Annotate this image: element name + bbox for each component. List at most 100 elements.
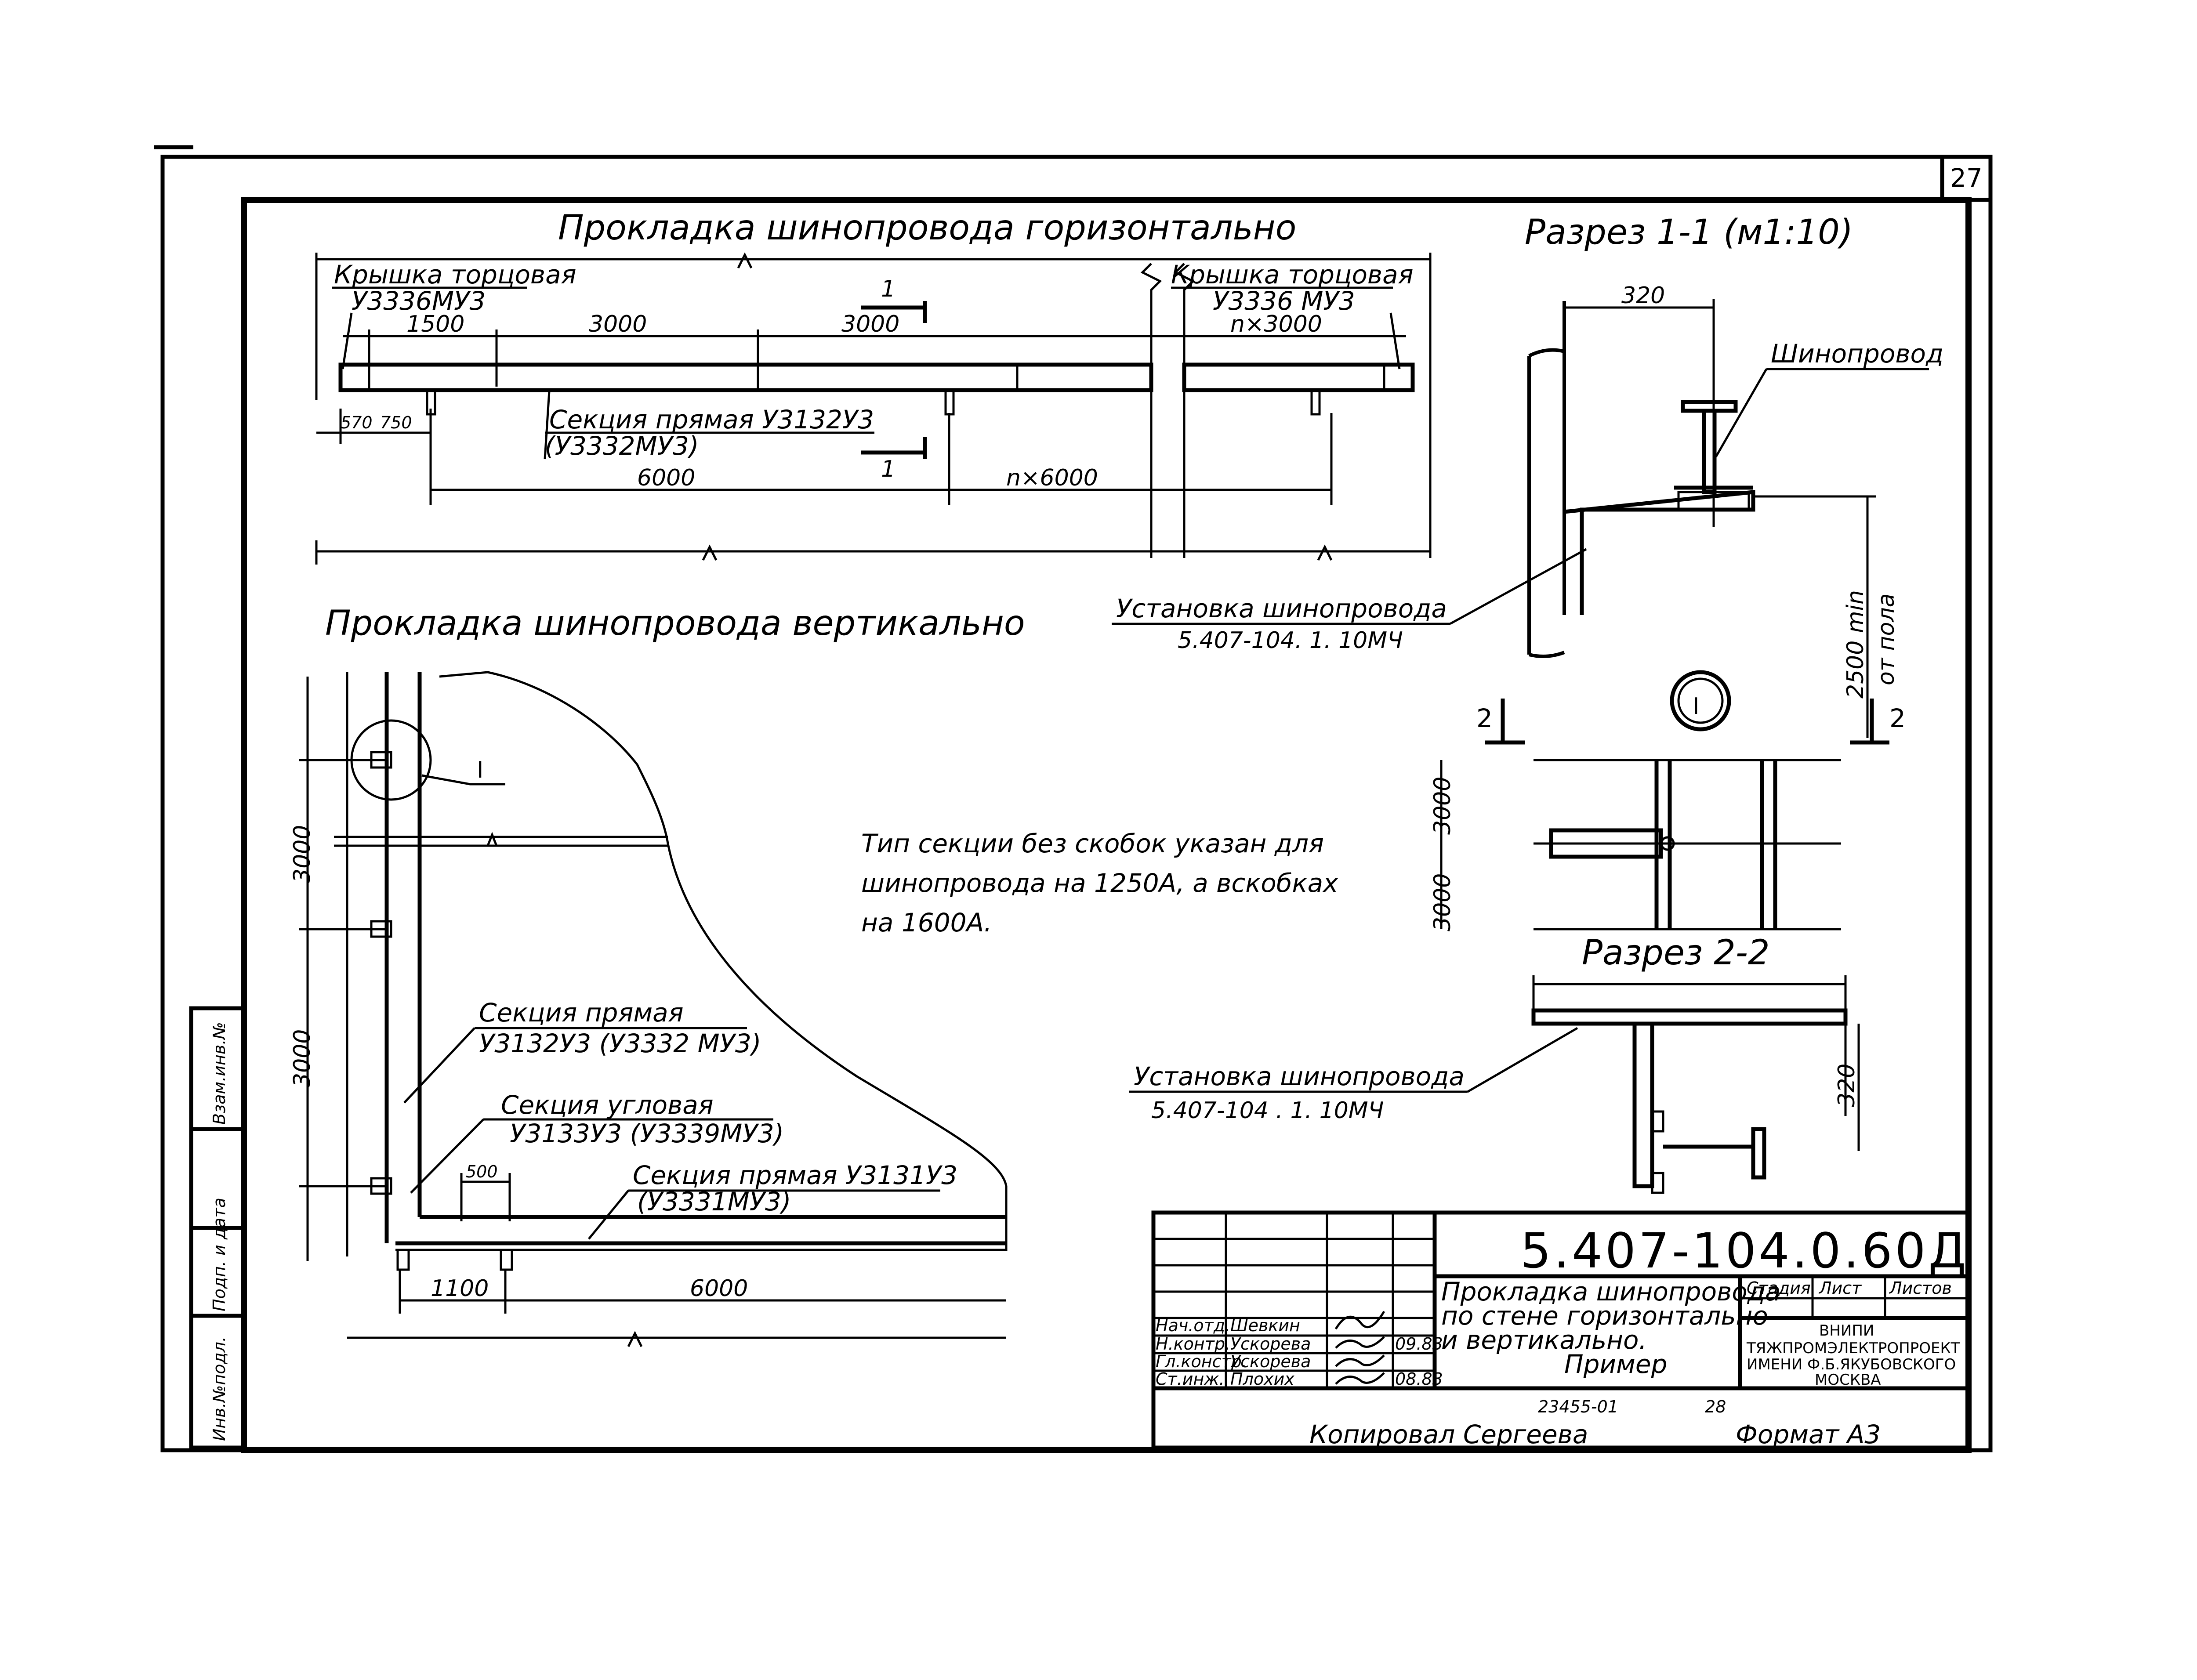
height-label-1: 2500 min	[1842, 590, 1869, 699]
straight2-v-2: (У3331МУ3)	[637, 1187, 791, 1217]
page-number: 27	[1950, 163, 1983, 193]
corner-v-2: У3133У3 (У3339МУ3)	[510, 1119, 784, 1148]
node-mark-v: I	[477, 757, 483, 783]
title-section-1: Разрез 1-1 (м1:10)	[1525, 213, 1853, 252]
note-block: Тип секции без скобок указан для шинопро…	[861, 829, 1338, 938]
org-1: ВНИПИ	[1819, 1322, 1874, 1340]
section-straight-h-1: Секция прямая У3132У3	[549, 405, 874, 434]
footer-copied: Копировал Сергеева	[1309, 1419, 1588, 1449]
install-label-s2-2: 5.407-104 . 1. 10МЧ	[1151, 1097, 1384, 1124]
vertical-routing-view: Прокладка шинопровода вертикально 3000 3…	[289, 604, 1025, 1347]
stamp-replace-inv: Взам.инв.№	[210, 1022, 229, 1125]
cut2-mark-left: 2	[1476, 703, 1493, 733]
dim-3000-i-b: 3000	[1429, 873, 1456, 931]
end-cap-right-1: Крышка торцовая	[1171, 260, 1414, 290]
note-line-3: на 1600А.	[861, 908, 992, 938]
name-3: Ускорева	[1230, 1352, 1311, 1371]
dim-1500: 1500	[406, 311, 464, 337]
title-block: Нач.отд. Шевкин Н.контр. Ускорева 09.83 …	[1151, 1210, 1971, 1450]
straight-v-2: У3132У3 (У3332 МУ3)	[479, 1028, 761, 1058]
section-2-2-view: Разрез 2-2 320 Установка шинопровода 5.4…	[1129, 933, 1860, 1194]
archive-page: 28	[1705, 1397, 1726, 1416]
busbar-label: Шинопровод	[1771, 339, 1943, 369]
date-4: 08.83	[1395, 1369, 1443, 1389]
node-i-detail: 3000 3000	[1429, 759, 1841, 931]
desc-4: Пример	[1564, 1349, 1667, 1379]
dim-6000-h: 6000	[637, 465, 695, 491]
dim-570: 570	[341, 413, 373, 432]
cut-mark-top: 1	[881, 276, 895, 302]
dim-3000-v-b: 3000	[289, 1029, 315, 1087]
dim-n6000: n×6000	[1006, 465, 1098, 491]
name-4: Плохих	[1230, 1369, 1294, 1389]
section-1-1-view: Разрез 1-1 (м1:10) 320 Шинопровод 2500 m…	[1112, 213, 1943, 745]
title-horizontal: Прокладка шинопровода горизонтально	[558, 208, 1296, 248]
desc-1: Прокладка шинопровода	[1441, 1277, 1780, 1307]
dim-320-s2: 320	[1834, 1064, 1860, 1107]
desc-2: по стене горизонтально	[1441, 1301, 1768, 1331]
org-3: ИМЕНИ Ф.Б.ЯКУБОВСКОГО	[1747, 1356, 1956, 1373]
dim-750: 750	[380, 413, 412, 432]
straight2-v-1: Секция прямая У3131У3	[633, 1160, 957, 1190]
dim-500: 500	[466, 1162, 498, 1181]
install-label-s1-2: 5.407-104. 1. 10МЧ	[1178, 627, 1403, 654]
col-stage: Стадия	[1747, 1278, 1811, 1298]
doc-code: 5.407-104.0.60Д	[1520, 1223, 1969, 1279]
name-1: Шевкин	[1230, 1316, 1300, 1335]
horizontal-routing-view: Прокладка шинопровода горизонтально Крыш…	[315, 208, 1432, 565]
dim-3000-v-a: 3000	[289, 825, 315, 883]
inner-frame	[241, 197, 1972, 1453]
signature-4	[1335, 1372, 1385, 1385]
side-stamp: Инв.№подл. Подп. и дата Взам.инв.№	[189, 1006, 246, 1450]
install-label-s1-1: Установка шинопровода	[1116, 594, 1447, 623]
dim-n3000: n×3000	[1230, 311, 1322, 337]
title-section-2: Разрез 2-2	[1582, 933, 1769, 973]
footer-format: Формат А3	[1736, 1419, 1881, 1449]
end-cap-right-2: У3336 МУ3	[1213, 286, 1355, 316]
dim-1100: 1100	[431, 1275, 489, 1302]
torn-wall-outline	[395, 671, 1008, 1251]
archive-no: 23455-01	[1538, 1397, 1618, 1416]
end-cap-left-2: У3336МУ3	[352, 286, 486, 316]
signature-3	[1335, 1354, 1385, 1367]
dim-6000-v: 6000	[690, 1275, 748, 1302]
org-2: ТЯЖПРОМЭЛЕКТРОПРОЕКТ	[1746, 1340, 1960, 1357]
role-1: Нач.отд.	[1156, 1316, 1230, 1335]
cut2-mark-right: 2	[1889, 703, 1906, 733]
dim-3000-i-a: 3000	[1429, 777, 1456, 835]
note-line-2: шинопровода на 1250А, а вскобках	[861, 868, 1338, 898]
title-vertical: Прокладка шинопровода вертикально	[325, 604, 1025, 643]
corner-v-1: Секция угловая	[501, 1090, 714, 1120]
date-2: 09.83	[1395, 1334, 1443, 1354]
busbar-horizontal-right	[1182, 362, 1415, 392]
dim-3000b: 3000	[841, 311, 899, 337]
node-mark-s1: I	[1693, 693, 1699, 720]
dim-3000a: 3000	[589, 311, 647, 337]
node-mark-circle-s1	[1670, 670, 1731, 731]
end-cap-left-1: Крышка торцовая	[334, 260, 576, 290]
org-4: МОСКВА	[1815, 1371, 1881, 1389]
section-straight-h-2: (У3332МУ3)	[545, 431, 699, 461]
role-4: Ст.инж.	[1156, 1369, 1225, 1389]
stamp-inv-no: Инв.№подл.	[210, 1336, 229, 1441]
note-line-1: Тип секции без скобок указан для	[861, 829, 1324, 858]
role-3: Гл.констр.	[1156, 1352, 1247, 1371]
height-label-2: от пола	[1873, 593, 1900, 685]
install-label-s2-1: Установка шинопровода	[1134, 1061, 1465, 1091]
signature-2	[1335, 1336, 1385, 1349]
dim-320-s1: 320	[1621, 282, 1665, 309]
node-mark-circle-v	[350, 719, 432, 801]
cut-mark-bottom: 1	[881, 456, 895, 482]
page-number-box	[1940, 155, 1993, 202]
desc-3: и вертикально.	[1441, 1325, 1647, 1355]
stamp-sign-date: Подп. и дата	[210, 1198, 229, 1311]
name-2: Ускорева	[1230, 1334, 1311, 1354]
straight-v-1: Секция прямая	[479, 998, 684, 1028]
signature-1	[1334, 1311, 1385, 1330]
col-sheet: Лист	[1818, 1278, 1862, 1298]
col-sheets: Листов	[1889, 1278, 1952, 1298]
wall-s1	[1527, 301, 1566, 658]
busbar-horizontal-left	[338, 362, 1153, 392]
role-2: Н.контр.	[1156, 1334, 1230, 1354]
